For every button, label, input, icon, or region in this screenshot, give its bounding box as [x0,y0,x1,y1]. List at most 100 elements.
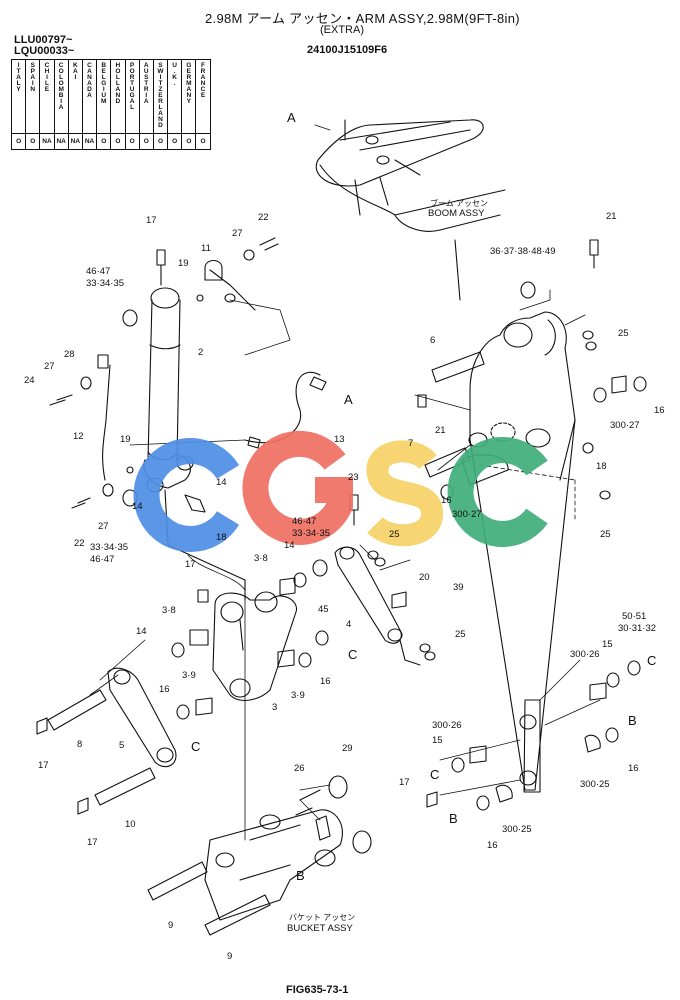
pipe-11 [209,269,256,311]
part-number-label: 39 [453,582,464,593]
callout-c: C [348,647,357,662]
part-number-label: 11 [201,243,211,254]
part-number-label: 14 [136,626,147,637]
bucket-assy-jp-label: バケット アッセン [289,913,355,922]
country-name: AUSTRIA [142,62,150,104]
leader-lines [89,124,601,841]
part-number-label: 25 [618,328,629,339]
part-number-label: 16 [159,684,170,695]
bucket-assembly [204,809,343,921]
part-number-label: 15 [602,639,613,650]
availability-mark: NA [39,133,55,150]
link-4 [334,546,421,666]
part-number-label: 300·26 [570,649,600,660]
part-number-label: 29 [342,743,353,754]
availability-mark: O [110,133,126,150]
part-number-label: 19 [178,258,189,269]
part-number-label: 33·34·35 [90,542,128,553]
part-number-label: 24 [24,375,35,386]
country-name: CANADA [86,62,94,98]
part-number: 24100J15109F6 [307,44,388,56]
country-name: CHILE [43,62,51,92]
part-number-label: 18 [596,461,607,472]
part-number-label: 17 [146,215,157,226]
part-number-label: 9 [227,951,232,962]
part-number-label: 13 [334,434,345,445]
callout-c: C [191,739,200,754]
part-number-label: 3·8 [254,553,268,564]
part-number-label: 16 [628,763,639,774]
part-number-label: 33·34·35 [86,278,124,289]
availability-mark: O [124,133,140,150]
part-number-label: 17 [87,837,98,848]
part-number-label: 15 [432,735,443,746]
part-number-label: 46·47 [292,516,316,527]
part-number-label: 17 [38,760,49,771]
part-number-label: 23 [348,472,359,483]
callout-b: B [449,811,458,826]
part-number-label: 46·47 [90,554,114,565]
part-number-label: 10 [125,819,136,830]
watermark-letter-c1 [133,438,240,552]
watermark [133,431,548,552]
country-name: ITALY [15,62,23,92]
part-number-label: 3 [272,702,277,713]
boom-assy-label: BOOM ASSY [428,208,485,219]
part-number-label: 8 [77,739,82,750]
part-number-label: 16 [654,405,665,416]
part-number-label: 300·25 [502,824,532,835]
part-number-label: 27 [44,361,55,372]
callout-a: A [344,392,353,407]
part-number-label: 16 [441,495,452,506]
callout-b: B [296,868,305,883]
availability-mark: O [152,133,169,150]
country-name: HOLLAND [114,62,122,104]
part-number-label: 300·26 [432,720,462,731]
part-number-label: 27 [232,228,243,239]
bolts [36,237,599,815]
part-number-label: 46·47 [86,266,110,277]
part-number-label: 300·27 [452,509,482,520]
watermark-letter-s [366,440,443,547]
part-number-label: 28 [64,349,75,360]
part-number-label: 17 [185,559,196,570]
bushings [102,281,647,854]
hose-12 [102,364,111,481]
part-number-label: 25 [455,629,466,640]
part-number-label: 22 [74,538,85,549]
part-number-label: 19 [120,434,131,445]
country-name: COLOMBIA [57,62,65,110]
part-number-label: 300·27 [610,420,640,431]
part-number-label: 27 [98,521,109,532]
watermark-letter-g [242,431,353,545]
country-name: GERMANY [185,62,193,104]
country-name: SWITZERLAND [156,62,164,128]
part-number-label: 50·51 [622,611,646,622]
country-name: SPAIN [29,62,37,92]
availability-mark: O [195,133,211,150]
serial-range-1: LLU00797~ [14,34,73,46]
serial-range-2: LQU00033~ [14,45,75,57]
part-number-label: 22 [258,212,269,223]
availability-mark: O [167,133,183,150]
part-number-label: 21 [435,425,446,436]
callout-a: A [287,110,296,125]
boom-assy-jp-label: ブーム アッセン [430,198,488,208]
part-number-label: 18 [216,532,227,543]
part-number-label: 17 [399,777,410,788]
country-name: BELGIUM [100,62,108,104]
link-5 [107,667,177,768]
boom-assembly [315,119,506,301]
part-number-label: 12 [73,431,84,442]
part-number-label: 3·9 [182,670,196,681]
figure-label: FIG635-73-1 [286,984,349,996]
part-number-label: 7 [408,438,413,449]
diagram-title: 2.98M アーム アッセン・ARM ASSY,2.98M(9FT-8in) [205,11,520,26]
part-number-label: 300·25 [580,779,610,790]
part-number-label: 30·31·32 [618,623,656,634]
diagram-subtitle: (EXTRA) [320,24,364,36]
country-availability-table: ITALY SPAIN CHILE COLOMBIA KAI CANADA BE… [10,59,211,150]
callout-b: B [628,713,637,728]
part-number-label: 45 [318,604,329,615]
